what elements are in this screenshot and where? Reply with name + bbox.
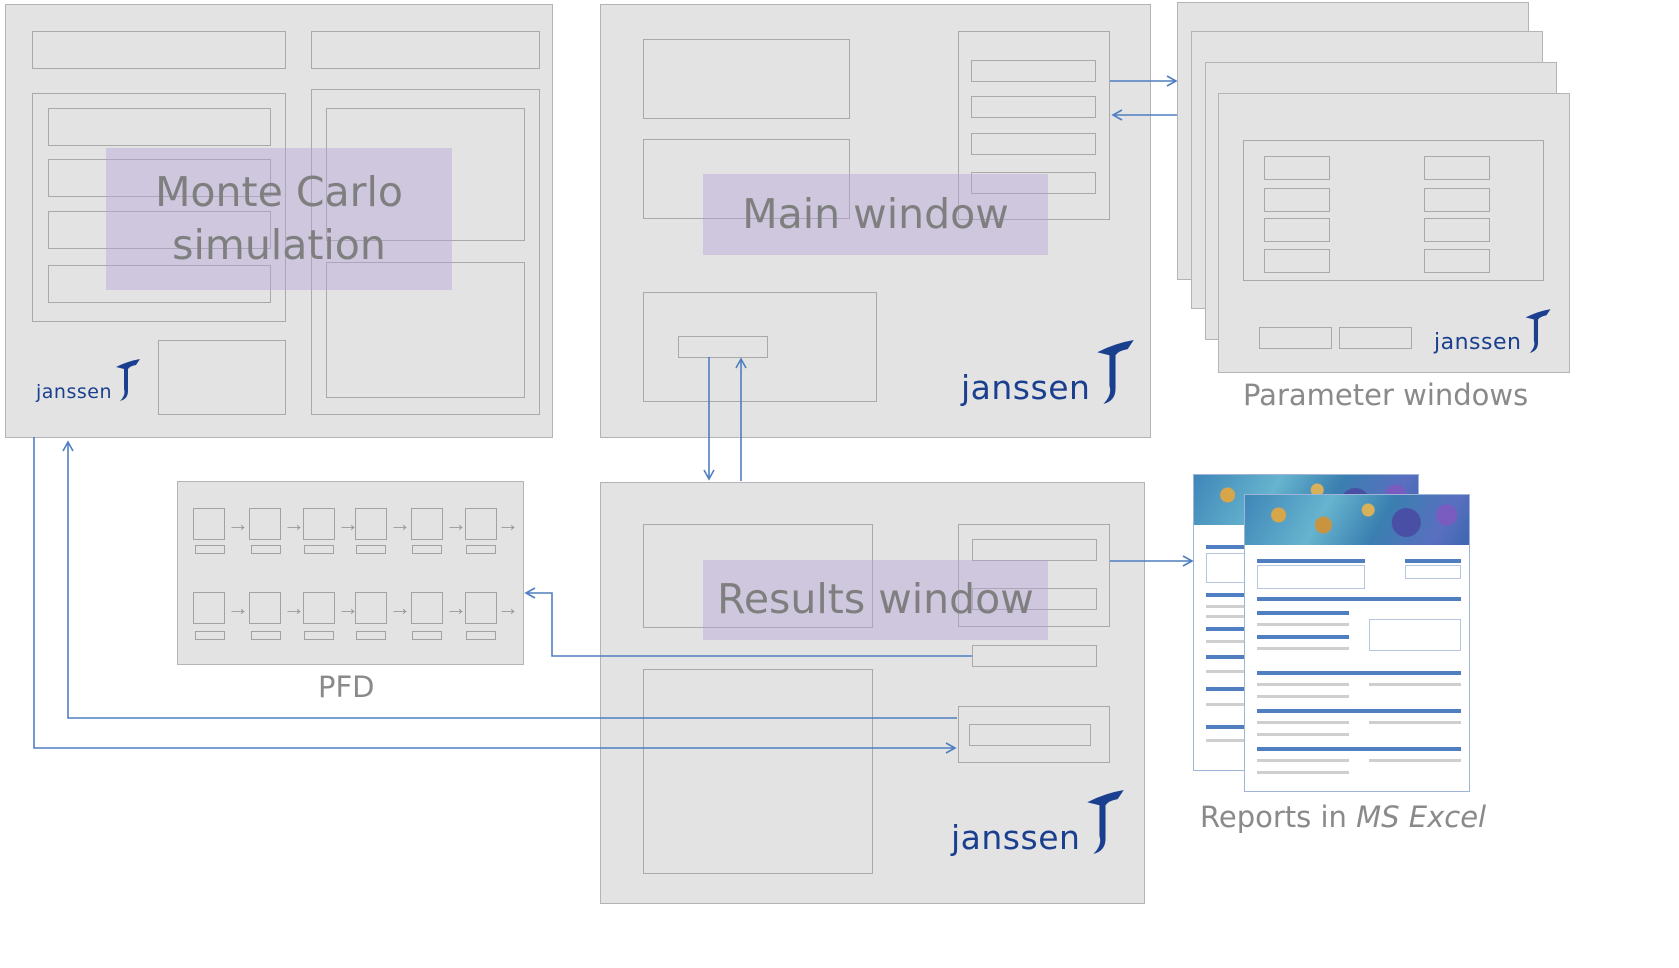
spreadsheet-report-icon xyxy=(1244,494,1470,792)
janssen-logo-icon: janssen xyxy=(961,337,1138,407)
pfd-node xyxy=(411,592,443,624)
pfd-caption: PFD xyxy=(318,670,375,704)
main-param-3 xyxy=(971,133,1096,155)
main-param-4 xyxy=(971,172,1096,194)
results-pfd-button xyxy=(972,645,1097,667)
pfd-tag xyxy=(304,631,334,640)
main-window-panel: Main window janssen xyxy=(600,4,1151,438)
pfd-tag xyxy=(412,545,442,554)
arrow-icon: → xyxy=(497,511,519,536)
pfd-node xyxy=(193,592,225,624)
pfd-node xyxy=(355,592,387,624)
results-mc-group xyxy=(958,706,1110,763)
janssen-logo-icon: janssen xyxy=(951,787,1128,857)
results-field-1 xyxy=(972,539,1097,561)
param-field-l2 xyxy=(1264,188,1330,212)
mc-slot-top-right xyxy=(311,31,540,69)
results-slot-large xyxy=(643,669,873,874)
pfd-tag xyxy=(251,631,281,640)
reports-caption: Reports in MS Excel xyxy=(1200,800,1487,834)
pfd-node xyxy=(411,508,443,540)
pfd-node xyxy=(249,508,281,540)
mc-group-left xyxy=(32,93,286,322)
pfd-tag xyxy=(195,545,225,554)
param-ok-button xyxy=(1259,327,1332,349)
arrow-icon: → xyxy=(497,595,519,620)
results-field-2 xyxy=(972,588,1097,610)
mc-small-box xyxy=(158,340,286,415)
pfd-node xyxy=(465,508,497,540)
arrow-icon: → xyxy=(389,595,411,620)
arrow-icon: → xyxy=(227,595,249,620)
pfd-panel: → → → → → → → → → → → → xyxy=(177,481,524,665)
pfd-tag xyxy=(466,545,496,554)
main-param-1 xyxy=(971,60,1096,82)
janssen-logo-icon: janssen xyxy=(1434,307,1553,355)
arrow-icon: → xyxy=(227,511,249,536)
mc-plot-bottom xyxy=(326,262,525,398)
param-field-r3 xyxy=(1424,218,1490,242)
pfd-node xyxy=(355,508,387,540)
param-field-l4 xyxy=(1264,249,1330,273)
results-group-top xyxy=(958,524,1110,627)
param-field-l3 xyxy=(1264,218,1330,242)
pfd-node xyxy=(303,508,335,540)
mc-slot-top-left xyxy=(32,31,286,69)
results-mc-button xyxy=(969,724,1091,746)
mc-field-4 xyxy=(48,265,271,303)
param-field-r1 xyxy=(1424,156,1490,180)
results-window-panel: Results window janssen xyxy=(600,482,1145,904)
pfd-tag xyxy=(251,545,281,554)
janssen-logo-icon: janssen xyxy=(36,357,142,403)
pfd-node xyxy=(303,592,335,624)
main-param-2 xyxy=(971,96,1096,118)
main-param-group xyxy=(958,31,1110,220)
main-slot-1 xyxy=(643,39,850,119)
pfd-tag xyxy=(412,631,442,640)
parameter-window-front: janssen xyxy=(1218,93,1570,373)
pfd-node xyxy=(465,592,497,624)
arrow-icon: → xyxy=(283,511,305,536)
main-slot-2 xyxy=(643,139,850,219)
pfd-tag xyxy=(356,545,386,554)
param-field-r2 xyxy=(1424,188,1490,212)
arrow-icon: → xyxy=(445,595,467,620)
mc-plot-top xyxy=(326,108,525,241)
mc-field-2 xyxy=(48,159,271,197)
parameter-windows-caption: Parameter windows xyxy=(1243,378,1529,412)
pfd-tag xyxy=(195,631,225,640)
arrow-icon: → xyxy=(283,595,305,620)
pfd-tag xyxy=(466,631,496,640)
main-window-label: Main window xyxy=(703,174,1048,255)
pfd-tag xyxy=(356,631,386,640)
mc-group-right xyxy=(311,89,540,415)
mc-field-3 xyxy=(48,211,271,249)
arrow-icon: → xyxy=(389,511,411,536)
pfd-node xyxy=(249,592,281,624)
param-field-r4 xyxy=(1424,249,1490,273)
param-group xyxy=(1243,140,1544,281)
mc-field-1 xyxy=(48,108,271,146)
results-window-label: Results window xyxy=(703,560,1048,640)
main-results-group xyxy=(643,292,877,402)
pfd-node xyxy=(193,508,225,540)
arrow-icon: → xyxy=(445,511,467,536)
param-cancel-button xyxy=(1339,327,1412,349)
main-run-button xyxy=(678,336,768,358)
param-field-l1 xyxy=(1264,156,1330,180)
pfd-tag xyxy=(304,545,334,554)
